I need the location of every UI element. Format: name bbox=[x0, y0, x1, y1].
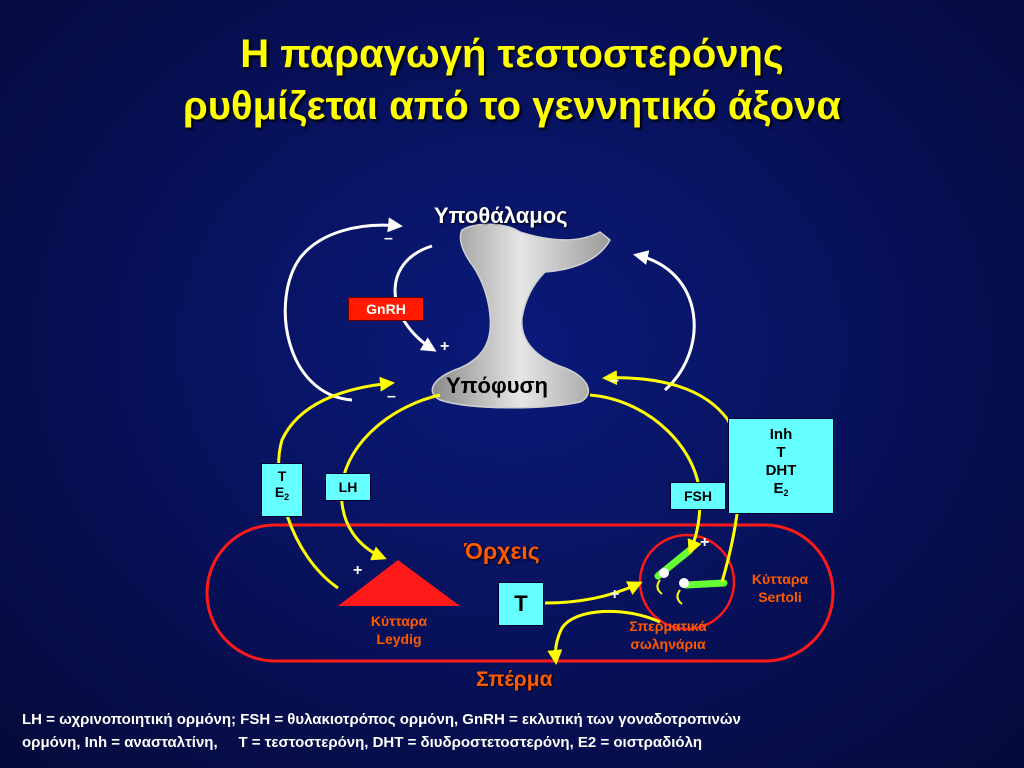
minus-sign-left-pituitary: – bbox=[387, 388, 396, 405]
sperm-label: Σπέρμα bbox=[476, 668, 553, 691]
plus-sign-tubule: + bbox=[610, 586, 620, 603]
sertoli-label-line-1: Κύτταρα bbox=[751, 571, 809, 587]
title-line-2: ρυθμίζεται από το γεννητικό άξονα bbox=[182, 84, 842, 128]
slide-title: Η παραγωγή τεστοστερόνης ρυθμίζεται από … bbox=[0, 28, 1024, 132]
inhibin-t-line: T bbox=[776, 444, 786, 461]
t-e2-line-t: T bbox=[277, 468, 287, 484]
lh-box: LH bbox=[325, 473, 371, 501]
leydig-label-line-2: Leydig bbox=[376, 631, 422, 647]
sertoli-cells-icon bbox=[654, 546, 728, 605]
plus-sign-sertoli: + bbox=[700, 534, 710, 551]
gnrh-box: GnRH bbox=[348, 297, 424, 321]
hypothalamus-label: Υποθάλαμος bbox=[434, 203, 568, 228]
t-e2-box: T E2 bbox=[261, 463, 303, 517]
fsh-box: FSH bbox=[670, 482, 726, 510]
inhibin-dht-line: DHT bbox=[765, 462, 797, 479]
testes-outline bbox=[205, 523, 835, 663]
plus-sign-leydig: + bbox=[353, 562, 363, 579]
arrow-right-feedback-up bbox=[633, 250, 696, 392]
footnote-line-1: LH = ωχρινοποιητική ορμόνη; FSH = θυλακι… bbox=[22, 711, 741, 728]
plus-sign-gnrh: + bbox=[440, 338, 450, 355]
t-e2-line-e: E2 bbox=[274, 484, 290, 502]
leydig-cell-triangle bbox=[338, 560, 460, 606]
arrow-gnrh-down bbox=[393, 244, 437, 352]
leydig-cells-label: Κύτταρα Leydig bbox=[354, 612, 444, 648]
inhibin-e2-line: E2 bbox=[773, 480, 789, 498]
testes-label: Όρχεις bbox=[464, 538, 540, 564]
title-line-1: Η παραγωγή τεστοστερόνης bbox=[240, 32, 784, 76]
inhibin-t-dht-e2-box: Inh T DHT E2 bbox=[728, 418, 834, 514]
footnote-line-2: ορμόνη, Inh = ανασταλτίνη, T = τεστοστερ… bbox=[22, 734, 703, 751]
testosterone-box: T bbox=[498, 582, 544, 626]
pituitary-label: Υπόφυση bbox=[446, 373, 548, 398]
inhibin-line: Inh bbox=[769, 426, 793, 443]
legend-footnote: LH = ωχρινοποιητική ορμόνη; FSH = θυλακι… bbox=[22, 708, 1012, 754]
minus-sign-hypothalamus: – bbox=[384, 230, 393, 247]
sertoli-label-line-2: Sertoli bbox=[758, 589, 802, 605]
tubules-label-line-2: σωληνάρια bbox=[630, 636, 706, 652]
minus-sign-right-pituitary: – bbox=[610, 372, 619, 389]
arrow-inhibin-to-pituitary bbox=[602, 370, 742, 583]
tubules-label-line-1: Σπερματικά bbox=[629, 618, 707, 634]
sertoli-cells-label: Κύτταρα Sertoli bbox=[740, 570, 820, 606]
arrow-left-steroid-to-pituitary bbox=[277, 376, 395, 590]
arrow-left-feedback-up bbox=[283, 217, 403, 402]
seminiferous-tubules-label: Σπερματικά σωληνάρια bbox=[612, 617, 724, 653]
arrow-t-to-tubule bbox=[544, 581, 643, 605]
arrow-fsh-to-sertoli bbox=[589, 393, 702, 555]
arrow-tubule-to-sperm bbox=[547, 609, 661, 665]
pituitary-gland-shape bbox=[431, 223, 611, 409]
leydig-label-line-1: Κύτταρα bbox=[370, 613, 428, 629]
